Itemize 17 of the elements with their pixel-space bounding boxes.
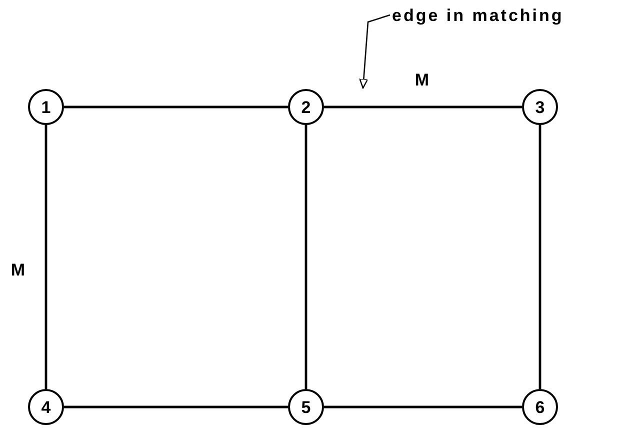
graph-edge — [64, 106, 288, 108]
annotation-text: edge in matching — [392, 2, 624, 28]
graph-edge — [324, 106, 522, 108]
edge-label: M — [10, 262, 26, 278]
vertex-number: 5 — [301, 398, 311, 416]
vertex-number: 6 — [535, 398, 545, 416]
vertex-number: 1 — [41, 98, 51, 116]
leader-line — [359, 14, 390, 89]
graph-edge — [64, 406, 288, 408]
vertex-number: 4 — [41, 398, 51, 416]
graph-edge — [44, 125, 48, 389]
edge-label: M — [414, 72, 430, 88]
vertex-number: 2 — [301, 98, 311, 116]
graph-edge — [304, 125, 308, 389]
graph-edge — [324, 406, 522, 408]
graph-edge — [538, 125, 542, 389]
vertex-number: 3 — [535, 98, 545, 116]
